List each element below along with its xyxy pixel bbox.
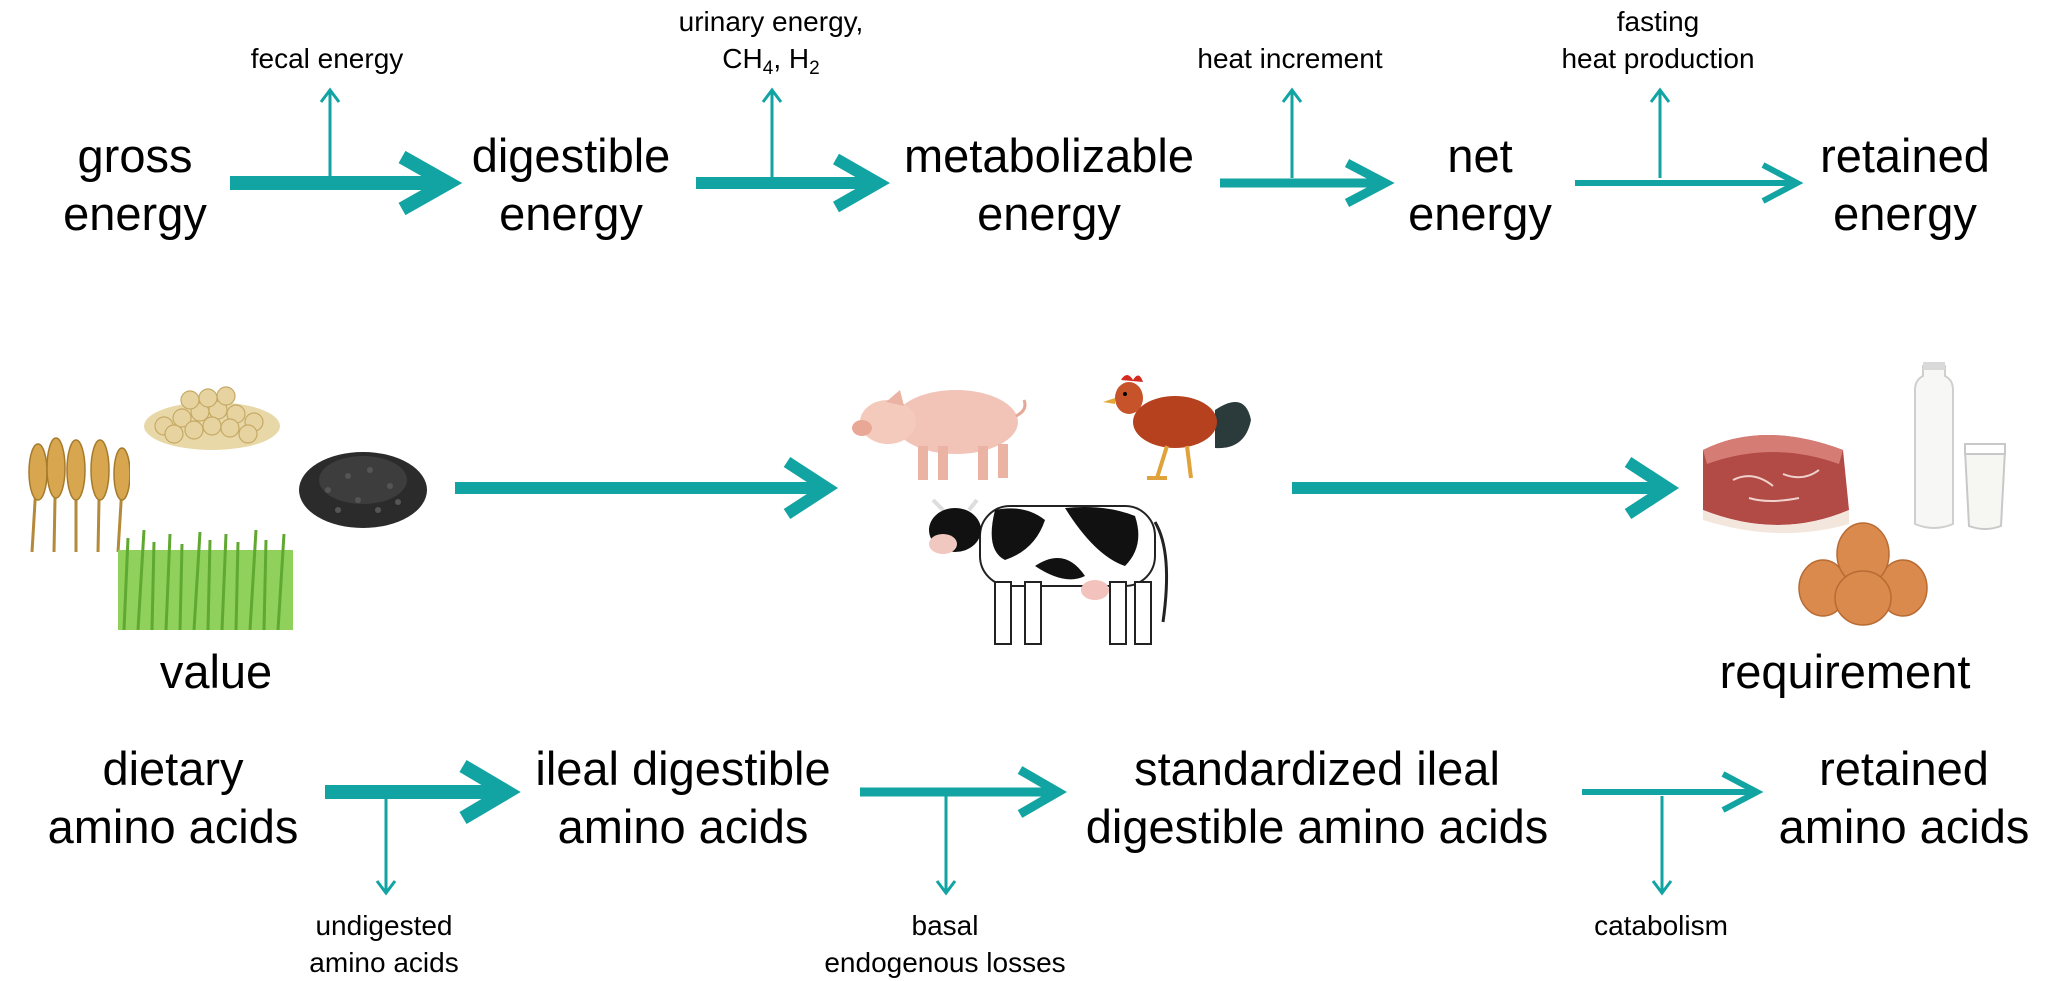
node-retained-amino-acids-line1: retained xyxy=(1819,742,1989,795)
arrow-gross-to-digestible-head xyxy=(398,150,463,216)
cow-image xyxy=(929,498,1169,645)
loss-fasting-line1: fasting xyxy=(1616,6,1700,37)
node-dietary-amino-acids-line2: amino acids xyxy=(47,800,299,853)
node-standardized-line1: standardized ileal xyxy=(1134,742,1500,795)
node-digestible-energy-line1: digestible xyxy=(471,129,671,182)
milk-image xyxy=(1914,362,2007,530)
loss-catabolism: catabolism xyxy=(1594,907,1728,944)
node-gross-energy-line2: energy xyxy=(63,187,207,240)
loss-basal-endogenous: basal endogenous losses xyxy=(824,907,1065,981)
arrow-animals-to-products-head xyxy=(1624,456,1680,520)
loss-basal-line2: endogenous losses xyxy=(824,947,1066,978)
node-digestible-energy-line2: energy xyxy=(499,187,643,240)
arrow-urinary-loss-head xyxy=(761,87,783,103)
hydrogen-label: , H xyxy=(773,43,810,74)
arrow-basal-loss-head xyxy=(935,880,957,896)
node-retained-energy-line2: energy xyxy=(1833,187,1977,240)
node-standardized-line2: digestible amino acids xyxy=(1085,800,1549,853)
loss-fecal-energy: fecal energy xyxy=(251,40,404,77)
soybeans-image xyxy=(144,386,280,450)
hydrogen-subscript: 2 xyxy=(809,58,820,79)
node-net-energy: net energy xyxy=(1408,127,1552,243)
arrow-dietary-to-ileal-head xyxy=(459,759,521,825)
node-gross-energy-line1: gross xyxy=(77,129,193,182)
loss-undigested-amino-acids: undigested amino acids xyxy=(309,907,458,981)
arrow-metabolizable-to-net-head xyxy=(1344,159,1395,207)
node-dietary-amino-acids: dietary amino acids xyxy=(48,740,299,856)
loss-undigested-line1: undigested xyxy=(315,910,453,941)
wheat-ears-image xyxy=(28,437,130,552)
grass-image xyxy=(118,530,293,630)
node-retained-energy-line1: retained xyxy=(1820,129,1990,182)
node-ileal-digestible-line1: ileal digestible xyxy=(535,742,831,795)
node-net-energy-line2: energy xyxy=(1408,187,1552,240)
arrow-fasting-loss-head xyxy=(1649,87,1671,103)
loss-basal-line1: basal xyxy=(911,910,979,941)
arrow-digestible-to-metabolizable-head xyxy=(833,153,891,213)
node-net-energy-line1: net xyxy=(1447,129,1513,182)
node-ileal-digestible-line2: amino acids xyxy=(557,800,809,853)
arrow-heat-increment-loss-head xyxy=(1281,87,1303,103)
node-metabolizable-energy-line2: energy xyxy=(977,187,1121,240)
node-metabolizable-energy-line1: metabolizable xyxy=(903,129,1195,182)
node-dietary-amino-acids-line1: dietary xyxy=(102,742,244,795)
node-digestible-energy: digestible energy xyxy=(472,127,671,243)
caption-requirement: requirement xyxy=(1719,645,1971,698)
loss-urinary-energy: urinary energy, CH4, H2 xyxy=(678,3,864,79)
meat-image xyxy=(1703,435,1849,534)
node-gross-energy: gross energy xyxy=(63,127,207,243)
pig-image xyxy=(852,390,1027,480)
loss-fasting-heat-production: fasting heat production xyxy=(1561,3,1754,77)
loss-urinary-gases-line: CH4, H2 xyxy=(679,40,864,79)
node-retained-amino-acids: retained amino acids xyxy=(1779,740,2030,856)
arrow-fecal-loss-head xyxy=(319,87,341,103)
arrow-ileal-to-standardized-head xyxy=(1017,766,1067,818)
node-ileal-digestible-amino-acids: ileal digestible amino acids xyxy=(535,740,830,856)
arrow-undigested-loss-head xyxy=(375,880,397,896)
caption-value: value xyxy=(159,645,273,698)
loss-heat-increment-text: heat increment xyxy=(1197,43,1383,74)
eggs-image xyxy=(1798,522,1928,626)
loss-fasting-line2: heat production xyxy=(1561,43,1755,74)
rapeseed-image xyxy=(299,452,427,528)
methane-label: CH xyxy=(722,43,763,74)
rooster-image xyxy=(1103,375,1251,480)
arrow-standardized-to-retained-head xyxy=(1721,771,1764,813)
arrow-net-to-retained-head xyxy=(1761,162,1804,204)
node-metabolizable-energy: metabolizable energy xyxy=(904,127,1194,243)
loss-fecal-energy-text: fecal energy xyxy=(250,43,404,74)
loss-urinary-energy-line1: urinary energy, xyxy=(678,6,864,37)
loss-catabolism-text: catabolism xyxy=(1594,910,1728,941)
arrow-feed-to-animals-head xyxy=(783,456,839,520)
node-standardized-ileal-digestible-amino-acids: standardized ileal digestible amino acid… xyxy=(1086,740,1548,856)
node-retained-energy: retained energy xyxy=(1820,127,1990,243)
loss-heat-increment: heat increment xyxy=(1197,40,1382,77)
node-retained-amino-acids-line2: amino acids xyxy=(1778,800,2030,853)
loss-undigested-line2: amino acids xyxy=(309,947,459,978)
methane-subscript: 4 xyxy=(762,58,774,79)
arrow-catabolism-loss-head xyxy=(1651,880,1673,896)
